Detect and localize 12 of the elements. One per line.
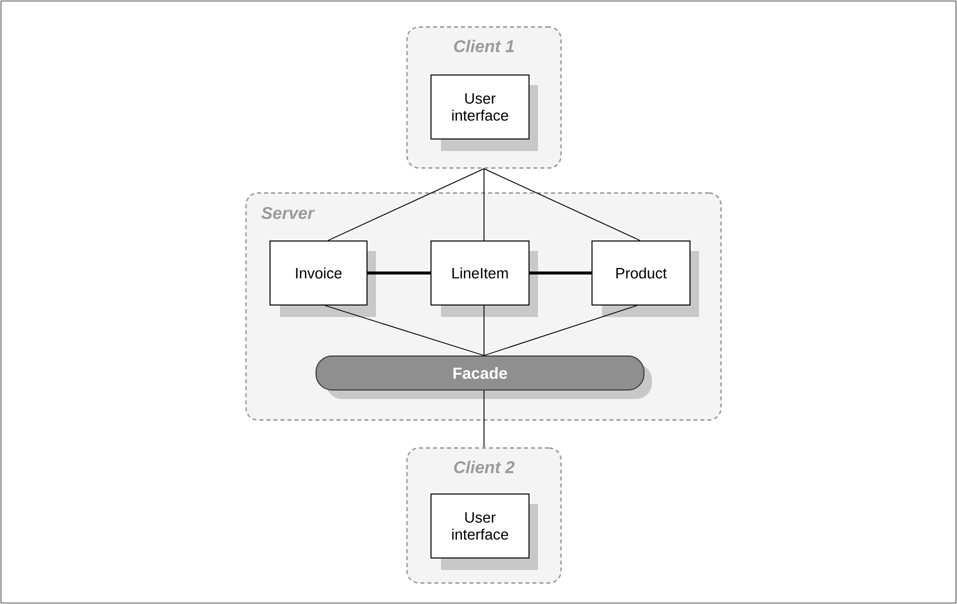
connector-line bbox=[368, 272, 430, 274]
component-box: LineItem bbox=[430, 240, 538, 317]
connector-line bbox=[484, 305, 638, 356]
component-box: User interface bbox=[430, 494, 538, 570]
component-box: User interface bbox=[430, 74, 538, 151]
component-box: Product bbox=[592, 240, 699, 317]
connector-line bbox=[484, 168, 640, 241]
connector-line bbox=[328, 168, 484, 241]
component-box: Invoice bbox=[270, 240, 376, 317]
facade-bar: Facade bbox=[316, 356, 652, 399]
connector-line bbox=[324, 305, 484, 356]
connector-line bbox=[530, 272, 592, 274]
